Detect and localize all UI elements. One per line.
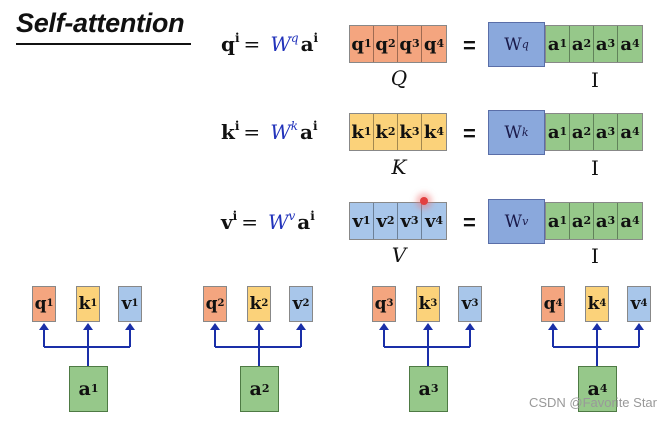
equation-v: vi = Wv ai: [221, 209, 315, 234]
k-matrix-label: K: [391, 155, 407, 179]
input-matrix-label: I: [591, 68, 599, 92]
input-matrix-label: I: [591, 244, 599, 268]
page-title: Self-attention: [16, 8, 185, 38]
watermark: CSDN @Favorite Star: [528, 395, 657, 410]
equation-k: ki = Wk ai: [221, 119, 318, 144]
q-matrix-label: Q: [390, 66, 408, 90]
title-underline: [16, 43, 191, 45]
cursor-pointer: [420, 197, 428, 205]
equation-q: qi = Wq ai: [221, 31, 319, 56]
equals-sign: =: [463, 121, 476, 146]
input-matrix-label: I: [591, 156, 599, 180]
v-matrix-label: V: [391, 243, 407, 267]
equals-sign: =: [463, 210, 476, 235]
equals-sign: =: [463, 33, 476, 58]
